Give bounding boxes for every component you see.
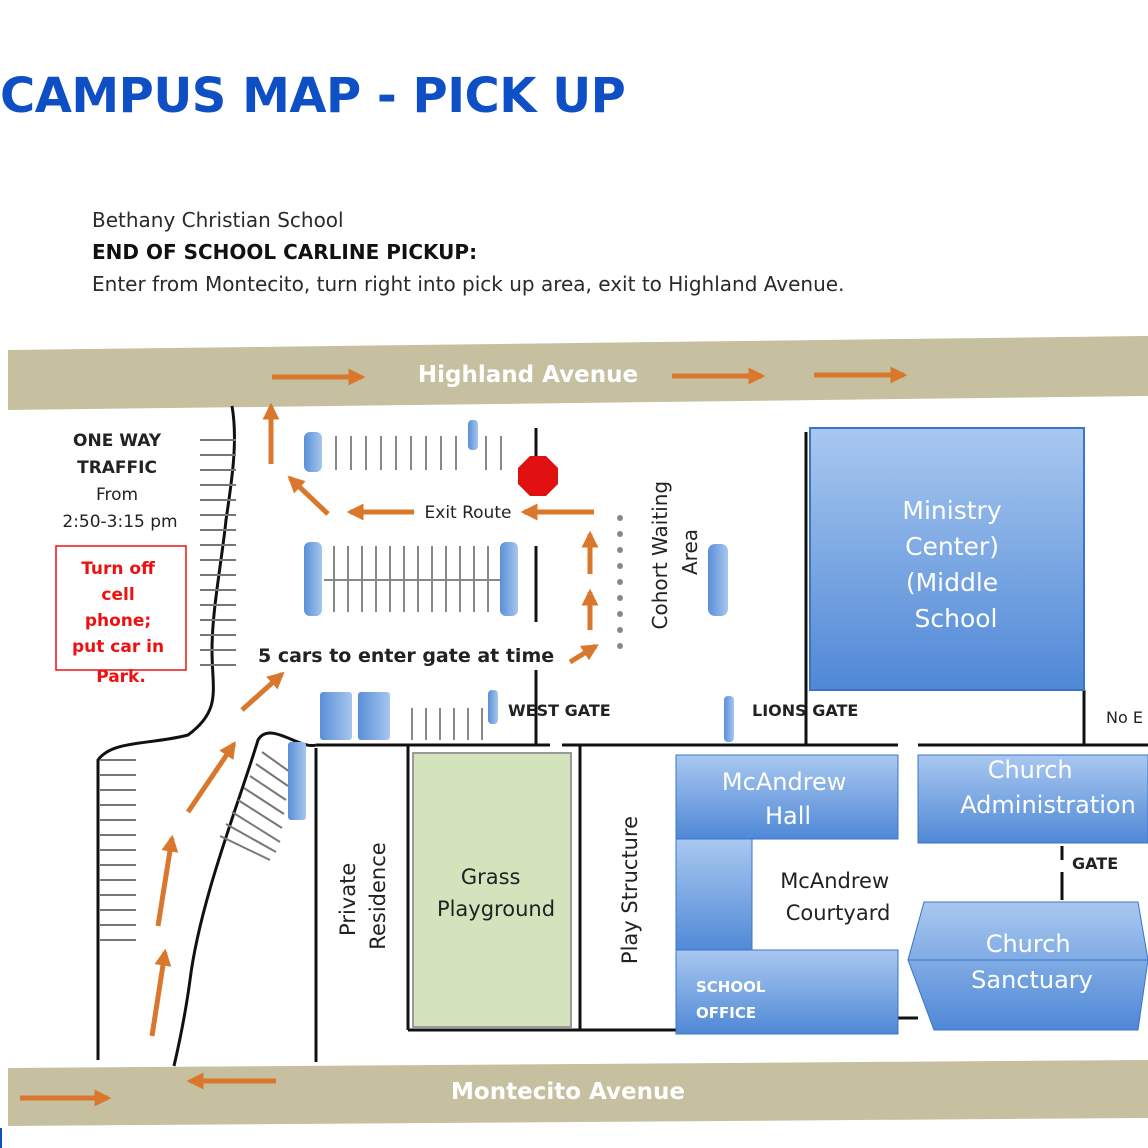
car-icon <box>358 692 390 740</box>
car-icon <box>708 544 728 616</box>
page-title: CAMPUS MAP - PICK UP <box>0 68 626 124</box>
carline-instructions: Enter from Montecito, turn right into pi… <box>92 272 845 296</box>
mcandrew-wing-building <box>675 838 753 954</box>
school-office-label: SCHOOL OFFICE <box>696 978 771 1022</box>
arrow-icon <box>287 475 330 516</box>
arrow-icon <box>149 948 172 1037</box>
car-icon <box>304 542 322 616</box>
play-structure-label: Play Structure <box>618 816 642 964</box>
fences <box>316 428 1148 1032</box>
driveway-outline <box>96 405 318 1067</box>
montecito-avenue-label: Montecito Avenue <box>451 1079 685 1105</box>
car-icon <box>468 420 478 450</box>
carline-heading: END OF SCHOOL CARLINE PICKUP <box>92 240 470 264</box>
parking-stripes-middle <box>324 546 500 612</box>
one-way-traffic-note: ONE WAY TRAFFIC From 2:50-3:15 pm <box>62 431 177 532</box>
school-name: Bethany Christian School <box>92 208 344 232</box>
church-gate-label: GATE <box>1072 854 1118 873</box>
car-icon <box>320 692 352 740</box>
highland-avenue-label: Highland Avenue <box>418 362 638 388</box>
traffic-arrows <box>20 366 908 1107</box>
car-icon <box>304 432 322 472</box>
ministry-center-building <box>809 427 1085 691</box>
montecito-avenue: Montecito Avenue <box>8 1060 1148 1126</box>
parking-stripes-angled <box>219 751 291 861</box>
stop-sign-icon <box>518 456 558 496</box>
grass-playground <box>412 752 572 1028</box>
arrow-icon <box>155 834 179 927</box>
warning-text: Turn off cell phone; put car in Park. <box>72 559 170 687</box>
intro-text: Bethany Christian School END OF SCHOOL C… <box>92 204 844 300</box>
arrow-icon <box>240 671 285 712</box>
parking-stripes-top <box>335 436 502 470</box>
ministry-center-label: Ministry Center) (Middle School <box>902 496 1009 633</box>
car-icon <box>724 696 734 742</box>
west-gate-label: WEST GATE <box>508 701 611 720</box>
car-icon <box>288 742 306 820</box>
church-sanctuary-label: Church Sanctuary <box>971 930 1093 994</box>
exit-route-label: Exit Route <box>425 503 512 523</box>
grass-playground-label: Grass Playground <box>437 865 555 921</box>
church-administration-label: Church Administration <box>960 756 1136 819</box>
arrow-icon <box>568 643 599 665</box>
highland-avenue: Highland Avenue <box>8 336 1148 410</box>
private-residence-label: Private Residence <box>336 842 390 949</box>
mcandrew-courtyard-label: McAndrew Courtyard <box>780 869 896 925</box>
east-gate-label: No E <box>1106 708 1143 727</box>
lions-gate-label: LIONS GATE <box>752 701 858 720</box>
parked-cars <box>288 420 734 820</box>
page-edge-marker <box>0 1128 2 1148</box>
car-icon <box>488 690 498 724</box>
church-administration-building <box>917 754 1148 844</box>
mcandrew-hall-building <box>675 754 899 840</box>
arrow-icon <box>185 741 237 814</box>
parking-stripes-left <box>200 439 236 666</box>
parking-stripes-gate <box>411 708 483 740</box>
school-office-building <box>675 949 899 1035</box>
warning-box <box>55 545 187 671</box>
car-icon <box>500 542 518 616</box>
parking-stripes-southwest <box>100 759 136 941</box>
cohort-waiting-label: Cohort Waiting Area <box>648 475 702 630</box>
cohort-waiting-dots <box>617 515 623 649</box>
gate-rule-label: 5 cars to enter gate at time <box>258 645 554 667</box>
mcandrew-hall-label: McAndrew Hall <box>722 768 854 830</box>
